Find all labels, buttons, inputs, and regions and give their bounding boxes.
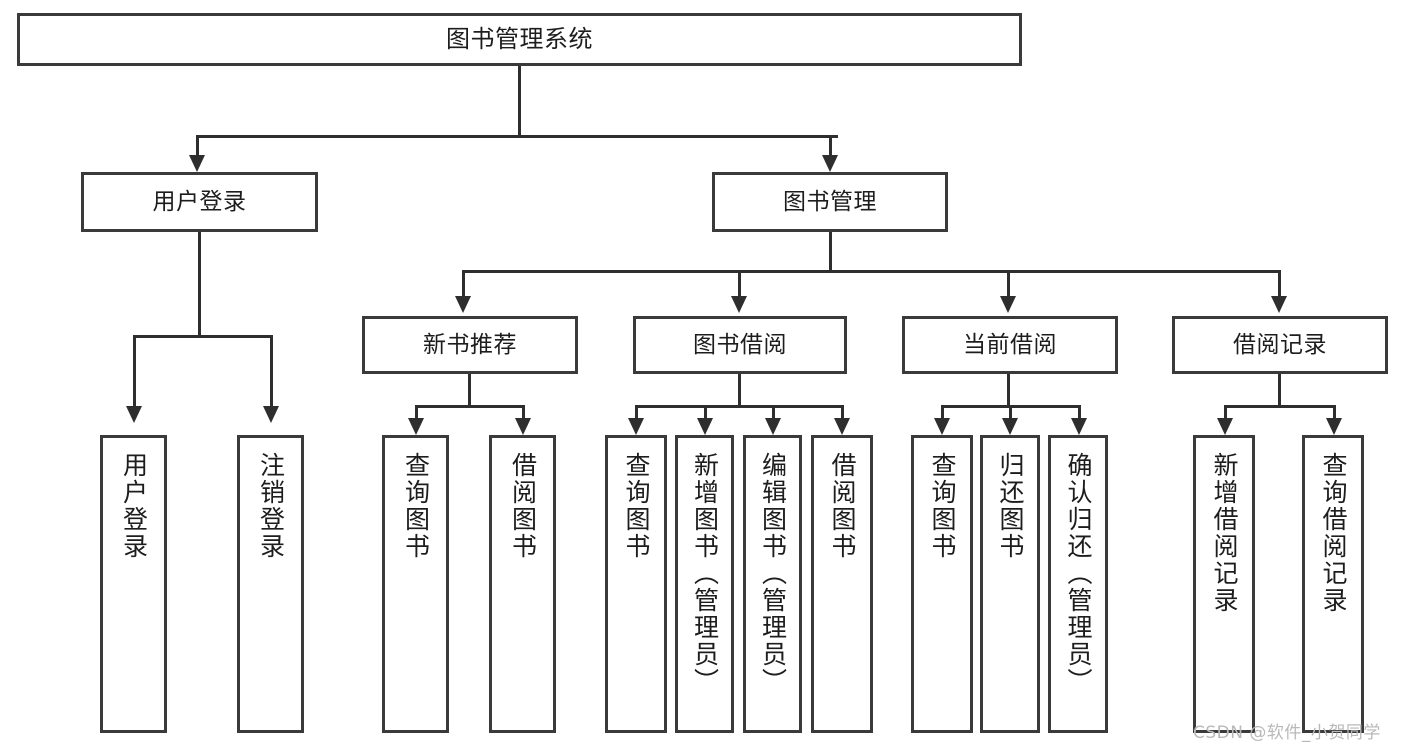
- leaf-query-record[interactable]: 查询借阅记录: [1302, 435, 1364, 733]
- connector-book-borrow-stem: [738, 374, 741, 405]
- connector-drop-leaf-user-login: [133, 335, 136, 408]
- arrow-leaf-add-book: [697, 418, 713, 435]
- arrow-current-borrow: [1000, 296, 1016, 313]
- node-label: 归还图书: [996, 452, 1025, 560]
- leaf-add-record[interactable]: 新增借阅记录: [1193, 435, 1255, 733]
- node-new-book-recommend[interactable]: 新书推荐: [362, 316, 578, 374]
- arrow-user-login: [189, 155, 205, 172]
- connector-new-book-bus: [415, 405, 525, 408]
- connector-drop-user-login: [196, 135, 199, 157]
- leaf-edit-book[interactable]: 编辑图书（管理员）: [743, 435, 802, 733]
- connector-borrow-record-stem: [1278, 374, 1281, 405]
- leaf-borrow-book-1[interactable]: 借阅图书: [489, 435, 556, 733]
- node-label: 新增借阅记录: [1210, 452, 1239, 614]
- arrow-leaf-query-book-3: [934, 418, 950, 435]
- node-label: 查询图书: [401, 452, 431, 560]
- node-label: 借阅图书: [508, 452, 538, 560]
- node-current-borrow[interactable]: 当前借阅: [902, 316, 1118, 374]
- connector-drop-nb-2: [522, 405, 525, 421]
- leaf-user-login[interactable]: 用户登录: [100, 435, 167, 733]
- leaf-return-book[interactable]: 归还图书: [980, 435, 1040, 733]
- node-label: 当前借阅: [963, 331, 1057, 358]
- arrow-leaf-user-login: [126, 406, 142, 423]
- connector-drop-book-borrow: [738, 270, 741, 298]
- arrow-leaf-borrow-book-1: [515, 418, 531, 435]
- leaf-query-book-3[interactable]: 查询图书: [911, 435, 973, 733]
- connector-drop-cb-1: [941, 405, 944, 421]
- connector-drop-new-book: [462, 270, 465, 298]
- arrow-book-manage: [822, 155, 838, 172]
- leaf-confirm-return[interactable]: 确认归还（管理员）: [1048, 435, 1108, 733]
- arrow-leaf-query-book-2: [628, 418, 644, 435]
- connector-book-manage-stem: [829, 232, 832, 270]
- csdn-watermark: CSDN @软件_小贺同学: [1193, 723, 1381, 743]
- leaf-query-book-1[interactable]: 查询图书: [382, 435, 449, 733]
- leaf-query-book-2[interactable]: 查询图书: [605, 435, 667, 733]
- connector-drop-bb-2: [704, 405, 707, 421]
- connector-drop-borrow-record: [1278, 270, 1281, 298]
- arrow-borrow-record: [1271, 296, 1287, 313]
- connector-drop-nb-1: [415, 405, 418, 421]
- node-root-book-management-system[interactable]: 图书管理系统: [17, 13, 1022, 66]
- connector-level2-bus: [196, 135, 838, 138]
- connector-root-stem: [518, 66, 521, 135]
- node-label: 借阅记录: [1233, 331, 1327, 358]
- node-label: 新书推荐: [423, 331, 517, 358]
- connector-drop-bb-3: [772, 405, 775, 421]
- node-book-borrow[interactable]: 图书借阅: [633, 316, 847, 374]
- node-label: 用户登录: [152, 188, 247, 215]
- connector-user-login-stem: [198, 232, 201, 335]
- node-label: 注销登录: [256, 452, 286, 560]
- node-borrow-record[interactable]: 借阅记录: [1172, 316, 1388, 374]
- arrow-leaf-borrow-book-2: [834, 418, 850, 435]
- node-label: 图书管理系统: [446, 24, 593, 53]
- leaf-borrow-book-2[interactable]: 借阅图书: [811, 435, 873, 733]
- node-book-management[interactable]: 图书管理: [712, 172, 948, 232]
- arrow-leaf-query-record: [1326, 418, 1342, 435]
- node-label: 查询借阅记录: [1319, 452, 1348, 614]
- arrow-new-book-recommend: [455, 296, 471, 313]
- arrow-leaf-add-record: [1217, 418, 1233, 435]
- node-label: 用户登录: [119, 452, 149, 560]
- arrow-leaf-return-book: [1002, 418, 1018, 435]
- node-label: 新增图书（管理员）: [690, 452, 720, 695]
- node-label: 借阅图书: [828, 452, 857, 560]
- connector-new-book-stem: [468, 374, 471, 405]
- connector-drop-book-manage: [829, 135, 832, 157]
- node-user-login[interactable]: 用户登录: [81, 172, 318, 232]
- node-label: 查询图书: [928, 452, 957, 560]
- connector-drop-current-borrow: [1007, 270, 1010, 298]
- node-label: 图书借阅: [693, 331, 787, 358]
- connector-drop-br-1: [1224, 405, 1227, 421]
- arrow-leaf-edit-book: [765, 418, 781, 435]
- connector-book-borrow-bus: [635, 405, 844, 408]
- arrow-book-borrow: [731, 296, 747, 313]
- connector-drop-br-2: [1333, 405, 1336, 421]
- arrow-leaf-confirm-return: [1071, 418, 1087, 435]
- node-label: 查询图书: [622, 452, 651, 560]
- connector-borrow-record-bus: [1224, 405, 1336, 408]
- node-label: 图书管理: [783, 188, 877, 215]
- arrow-leaf-logout: [263, 406, 279, 423]
- connector-drop-bb-4: [841, 405, 844, 421]
- connector-user-login-bus: [133, 335, 273, 338]
- node-label: 编辑图书（管理员）: [758, 452, 788, 695]
- connector-drop-bb-1: [635, 405, 638, 421]
- leaf-logout-login[interactable]: 注销登录: [237, 435, 304, 733]
- connector-drop-cb-2: [1009, 405, 1012, 421]
- connector-drop-cb-3: [1078, 405, 1081, 421]
- leaf-add-book[interactable]: 新增图书（管理员）: [675, 435, 734, 733]
- arrow-leaf-query-book-1: [408, 418, 424, 435]
- connector-level3-bus: [462, 270, 1281, 273]
- node-label: 确认归还（管理员）: [1064, 452, 1093, 695]
- connector-current-borrow-stem: [1007, 374, 1010, 405]
- connector-drop-leaf-logout: [270, 335, 273, 408]
